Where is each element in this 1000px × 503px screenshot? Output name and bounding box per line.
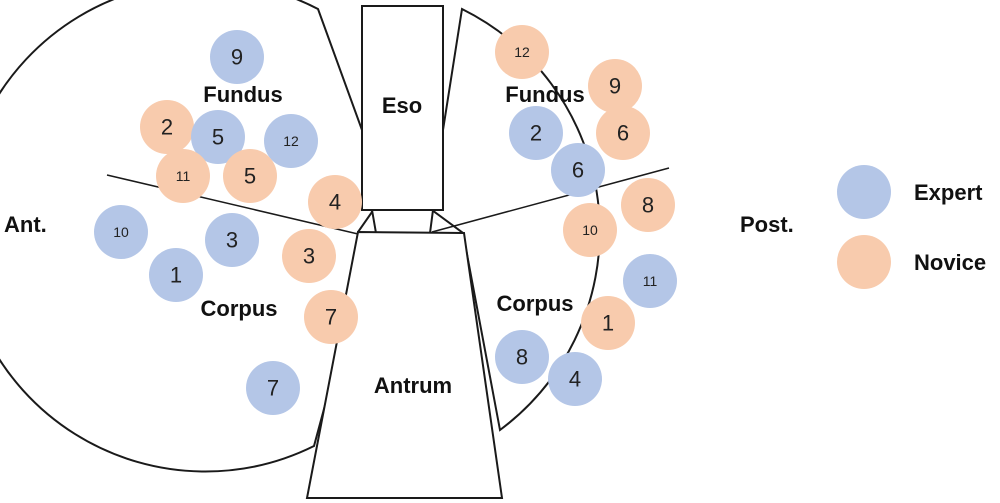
- marker-circle: [495, 330, 549, 384]
- marker-circle: [156, 149, 210, 203]
- posterior-corpus-label: Corpus: [497, 291, 574, 316]
- posterior-fundus-label: Fundus: [505, 82, 584, 107]
- posterior-side-label: Post.: [740, 212, 794, 237]
- marker-novice-9: 9: [588, 59, 642, 113]
- marker-novice-6: 6: [596, 106, 650, 160]
- marker-expert-8: 8: [495, 330, 549, 384]
- marker-circle: [588, 59, 642, 113]
- anterior-fundus-corpus-divider: [106, 174, 359, 235]
- marker-circle: [94, 205, 148, 259]
- marker-novice-8: 8: [621, 178, 675, 232]
- marker-number: 8: [516, 345, 528, 370]
- marker-circle: [509, 106, 563, 160]
- marker-circle: [308, 175, 362, 229]
- antrum-label: Antrum: [374, 373, 452, 398]
- marker-number: 11: [643, 273, 658, 289]
- marker-number: 12: [283, 133, 299, 149]
- antrum-shape: [305, 230, 504, 499]
- posterior-fundus-corpus-divider: [431, 167, 670, 233]
- marker-expert-10: 10: [94, 205, 148, 259]
- marker-expert-11: 11: [623, 254, 677, 308]
- marker-circle: [140, 100, 194, 154]
- marker-expert-6: 6: [551, 143, 605, 197]
- esophagus-box: [361, 5, 444, 211]
- marker-novice-4: 4: [308, 175, 362, 229]
- marker-number: 9: [231, 45, 243, 70]
- marker-number: 1: [170, 263, 182, 288]
- marker-novice-1: 1: [581, 296, 635, 350]
- legend-novice-label: Novice: [914, 250, 986, 275]
- marker-expert-12: 12: [264, 114, 318, 168]
- marker-number: 4: [569, 367, 581, 392]
- anterior-corpus-label: Corpus: [201, 296, 278, 321]
- legend-expert-label: Expert: [914, 180, 983, 205]
- marker-number: 12: [514, 44, 530, 60]
- marker-circle: [191, 110, 245, 164]
- marker-circle: [210, 30, 264, 84]
- marker-circle: [304, 290, 358, 344]
- marker-circle: [621, 178, 675, 232]
- marker-novice-11: 11: [156, 149, 210, 203]
- marker-expert-1: 1: [149, 248, 203, 302]
- marker-circle: [581, 296, 635, 350]
- marker-novice-3: 3: [282, 229, 336, 283]
- marker-novice-7: 7: [304, 290, 358, 344]
- gastroesophageal-junction: [370, 209, 435, 234]
- marker-number: 10: [582, 222, 598, 238]
- marker-circle: [205, 213, 259, 267]
- marker-circle: [246, 361, 300, 415]
- legend-novice-swatch: [837, 235, 891, 289]
- marker-number: 8: [642, 193, 654, 218]
- marker-expert-3: 3: [205, 213, 259, 267]
- marker-novice-2: 2: [140, 100, 194, 154]
- marker-number: 6: [617, 121, 629, 146]
- marker-number: 4: [329, 190, 341, 215]
- marker-number: 7: [267, 376, 279, 401]
- marker-number: 9: [609, 74, 621, 99]
- marker-circle: [563, 203, 617, 257]
- marker-number: 5: [244, 164, 256, 189]
- marker-expert-7: 7: [246, 361, 300, 415]
- marker-circle: [596, 106, 650, 160]
- marker-expert-4: 4: [548, 352, 602, 406]
- marker-number: 11: [176, 168, 191, 184]
- marker-circle: [495, 25, 549, 79]
- marker-expert-2: 2: [509, 106, 563, 160]
- marker-novice-12: 12: [495, 25, 549, 79]
- marker-circle: [264, 114, 318, 168]
- marker-novice-5: 5: [223, 149, 277, 203]
- marker-number: 7: [325, 305, 337, 330]
- anterior-side-label: Ant.: [4, 212, 47, 237]
- marker-circle: [548, 352, 602, 406]
- marker-number: 10: [113, 224, 129, 240]
- marker-circle: [623, 254, 677, 308]
- marker-number: 6: [572, 158, 584, 183]
- marker-expert-9: 9: [210, 30, 264, 84]
- legend: Expert Novice: [837, 165, 986, 289]
- legend-expert-swatch: [837, 165, 891, 219]
- marker-expert-5: 5: [191, 110, 245, 164]
- marker-circle: [282, 229, 336, 283]
- marker-circle: [223, 149, 277, 203]
- anterior-fundus-label: Fundus: [203, 82, 282, 107]
- marker-number: 3: [226, 228, 238, 253]
- marker-number: 1: [602, 311, 614, 336]
- marker-number: 2: [161, 115, 173, 140]
- esophagus-label: Eso: [382, 93, 422, 118]
- marker-circle: [149, 248, 203, 302]
- marker-number: 2: [530, 121, 542, 146]
- marker-novice-10: 10: [563, 203, 617, 257]
- marker-circle: [551, 143, 605, 197]
- marker-number: 5: [212, 125, 224, 150]
- marker-number: 3: [303, 244, 315, 269]
